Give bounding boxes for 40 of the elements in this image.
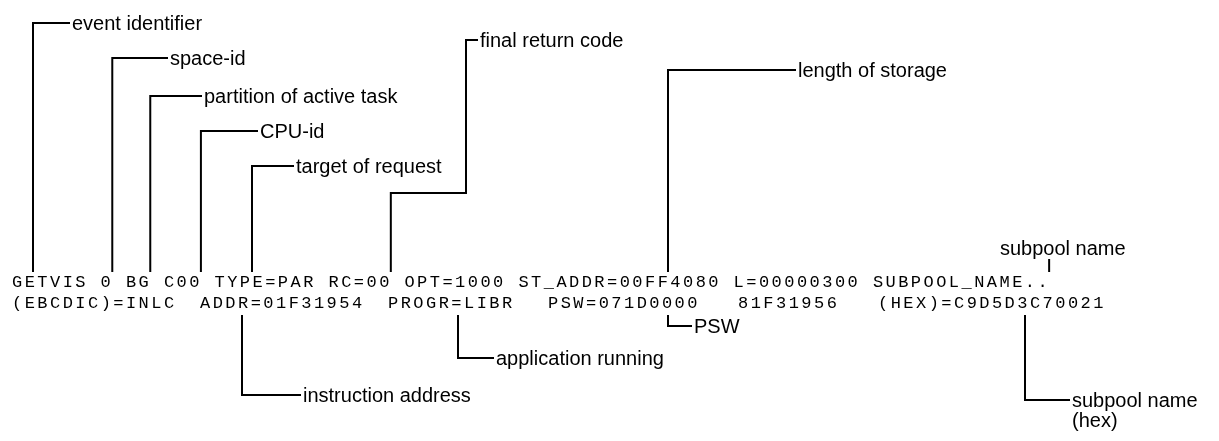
callout-label: event identifier bbox=[72, 13, 203, 33]
callout-label: partition of active task bbox=[204, 86, 398, 106]
leader-line bbox=[251, 165, 295, 273]
leader-line bbox=[32, 22, 71, 273]
code-token: ST_ADDR=00FF4080 bbox=[518, 273, 721, 293]
callout-label: space-id bbox=[170, 48, 246, 68]
code-token: TYPE=PAR bbox=[214, 273, 316, 293]
callout-label: CPU-id bbox=[260, 121, 325, 141]
code-token: L=00000300 bbox=[733, 273, 861, 293]
leader-line bbox=[389, 39, 479, 273]
leader-line bbox=[149, 95, 203, 273]
callout-label: PSW bbox=[694, 316, 740, 336]
code-token: SUBPOOL_NAME.. bbox=[872, 273, 1051, 293]
code-token: BG bbox=[125, 273, 152, 293]
leader-line bbox=[111, 57, 169, 273]
leader-line bbox=[457, 314, 495, 359]
callout-label: instruction address bbox=[303, 385, 471, 405]
code-token: (EBCDIC)=INLC bbox=[12, 294, 177, 314]
code-token: OPT=1000 bbox=[404, 273, 506, 293]
code-token: C00 bbox=[163, 273, 202, 293]
code-token: 81F31956 bbox=[738, 294, 840, 314]
code-token: PSW=071D0000 bbox=[548, 294, 700, 314]
leader-line bbox=[667, 69, 797, 273]
leader-line bbox=[667, 314, 693, 327]
callout-label: application running bbox=[496, 348, 664, 368]
callout-label: target of request bbox=[296, 156, 442, 176]
code-token: RC=00 bbox=[328, 273, 392, 293]
leader-line bbox=[1048, 258, 1051, 273]
code-token: ADDR=01F31954 bbox=[200, 294, 365, 314]
callout-label: subpool name (hex) bbox=[1072, 390, 1202, 430]
callout-label: final return code bbox=[480, 30, 624, 50]
leader-line bbox=[241, 314, 302, 396]
code-token: (HEX)=C9D5D3C70021 bbox=[878, 294, 1106, 314]
callout-label: subpool name bbox=[1000, 238, 1126, 258]
code-token: PROGR=LIBR bbox=[388, 294, 515, 314]
leader-line bbox=[199, 130, 259, 273]
code-token: 0 bbox=[100, 273, 114, 293]
leader-line bbox=[1024, 314, 1071, 401]
callout-label: length of storage bbox=[798, 60, 947, 80]
code-token: GETVIS bbox=[12, 273, 88, 293]
